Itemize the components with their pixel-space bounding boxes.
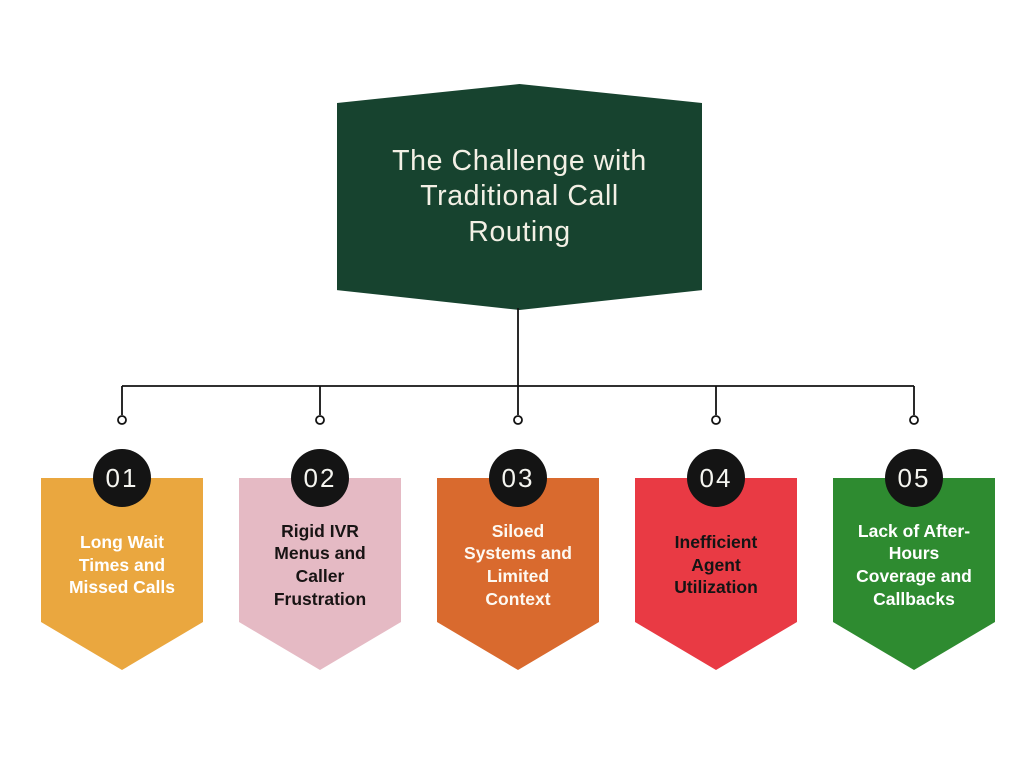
pennant-shape-2 [239, 478, 401, 670]
challenge-label-2: Rigid IVR Menus and Caller Frustration [273, 520, 367, 609]
challenge-label-1: Long Wait Times and Missed Calls [68, 531, 176, 598]
challenge-card-5: 05 Lack of After- Hours Coverage and Cal… [833, 449, 995, 670]
step-number-badge-4: 04 [687, 449, 745, 507]
challenge-card-3: 03 Siloed Systems and Limited Context [437, 449, 599, 670]
challenge-card-2: 02 Rigid IVR Menus and Caller Frustratio… [239, 449, 401, 670]
challenge-label-4: Inefficient Agent Utilization [674, 531, 758, 598]
pennant-shape-4 [635, 478, 797, 670]
pennant-shape-3 [437, 478, 599, 670]
node-circle-1 [117, 415, 127, 425]
node-circle-2 [315, 415, 325, 425]
pennant-shape-5 [833, 478, 995, 670]
node-circle-3 [513, 415, 523, 425]
step-number-badge-1: 01 [93, 449, 151, 507]
challenge-card-1: 01 Long Wait Times and Missed Calls [41, 449, 203, 670]
node-circle-5 [909, 415, 919, 425]
title-banner: The Challenge with Traditional Call Rout… [337, 84, 702, 310]
challenge-label-5: Lack of After- Hours Coverage and Callba… [856, 520, 972, 609]
node-circle-4 [711, 415, 721, 425]
page-title: The Challenge with Traditional Call Rout… [392, 145, 647, 248]
connector-group [117, 308, 919, 425]
step-number-badge-3: 03 [489, 449, 547, 507]
challenge-label-3: Siloed Systems and Limited Context [464, 520, 572, 609]
challenge-card-4: 04 Inefficient Agent Utilization [635, 449, 797, 670]
step-number-badge-2: 02 [291, 449, 349, 507]
pennant-shape-1 [41, 478, 203, 670]
step-number-badge-5: 05 [885, 449, 943, 507]
